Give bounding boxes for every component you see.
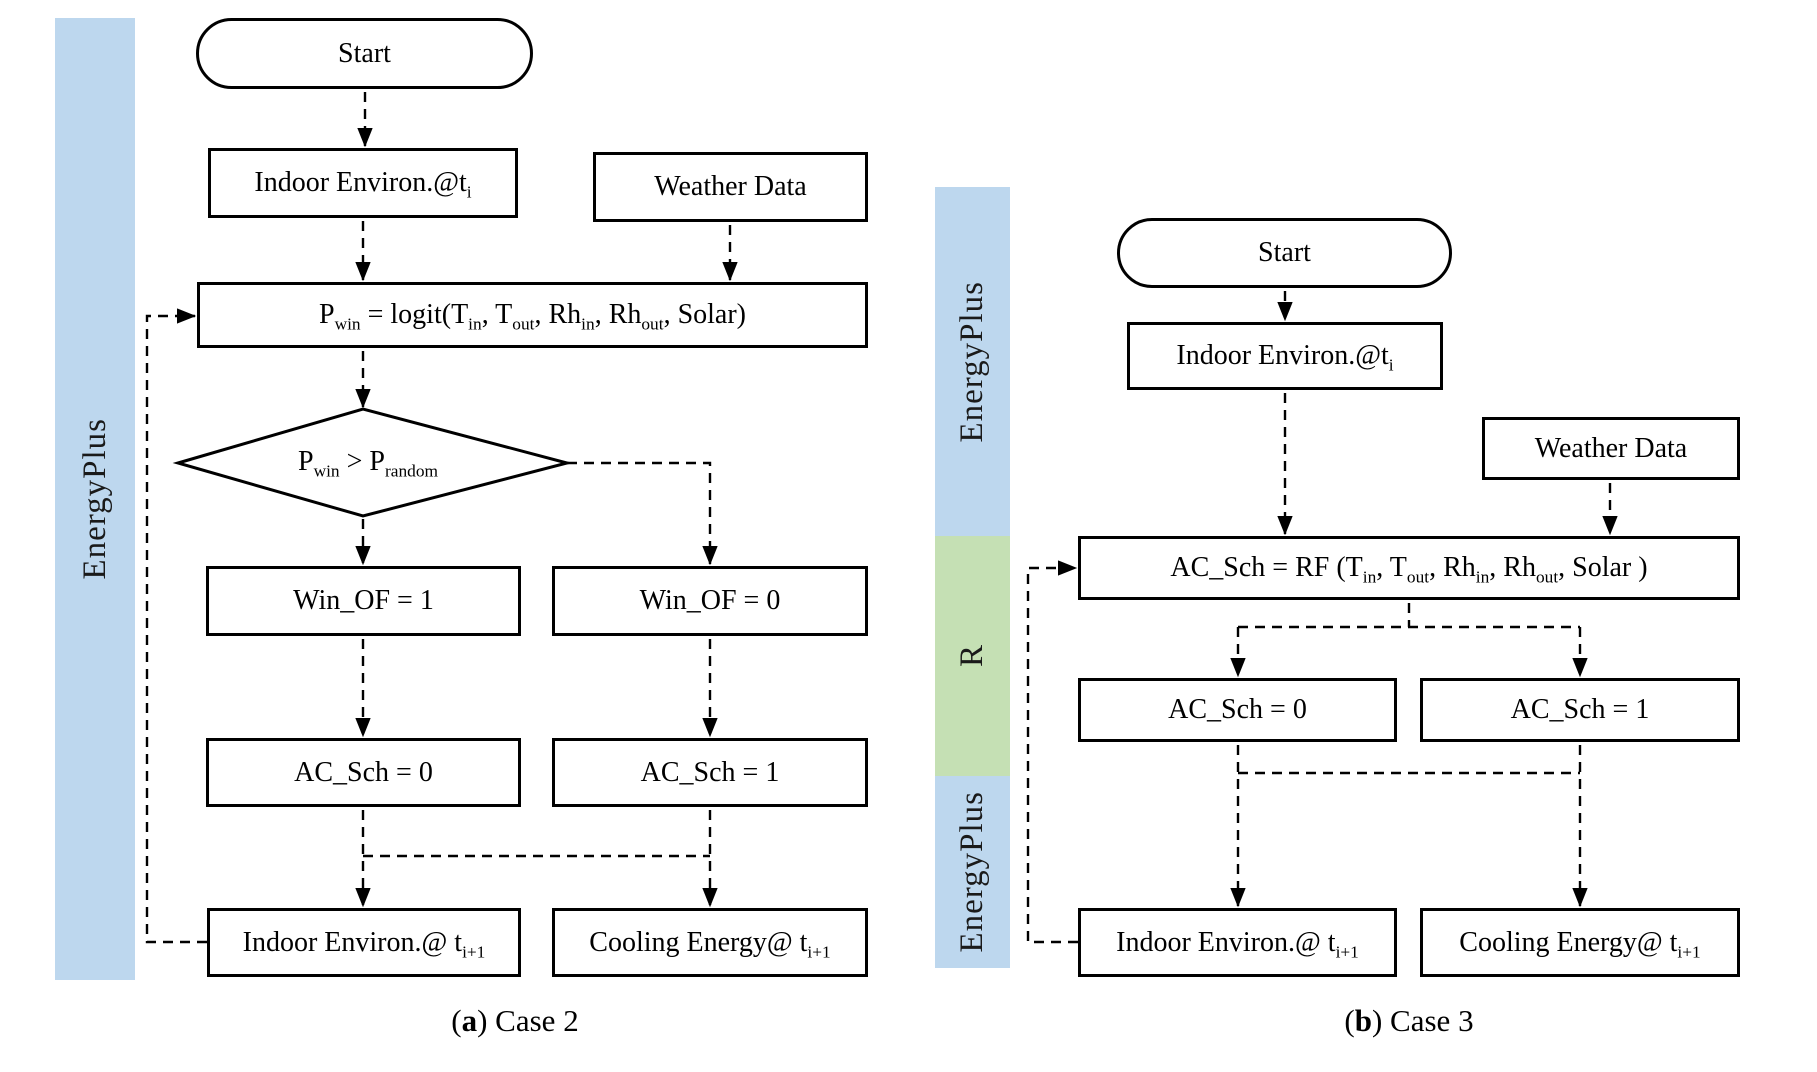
start-label-case3: Start [1258, 237, 1311, 269]
caption-case3-post: ) Case 3 [1371, 1003, 1474, 1038]
weather-data-box-case2: Weather Data [593, 152, 868, 222]
start-node-case3: Start [1117, 218, 1452, 288]
win-of-1-box: Win_OF = 1 [206, 566, 521, 636]
ac-sch-0-box-case3: AC_Sch = 0 [1078, 678, 1397, 742]
win-of-0-box: Win_OF = 0 [552, 566, 868, 636]
indoor-environ-ti1-label-case2: Indoor Environ.@ ti+1 [242, 926, 486, 962]
weather-data-label-case3: Weather Data [1534, 432, 1688, 464]
cooling-energy-ti1-box-case2: Cooling Energy@ ti+1 [552, 908, 868, 977]
ac-sch-1-box-case2: AC_Sch = 1 [552, 738, 868, 807]
indoor-environ-ti-label-case2: Indoor Environ.@ti [254, 167, 472, 202]
caption-case2-pre: ( [451, 1003, 462, 1038]
ac-sch-1-label-case2: AC_Sch = 1 [640, 756, 780, 788]
ac-sch-1-label-case3: AC_Sch = 1 [1510, 694, 1650, 726]
win-of-1-label: Win_OF = 1 [293, 585, 434, 617]
indoor-environ-ti-box-case3: Indoor Environ.@ti [1127, 322, 1443, 390]
edge-decision-winof0 [567, 461, 718, 566]
start-node-case2: Start [196, 18, 533, 89]
start-label-case2: Start [338, 37, 391, 69]
edge-feedback-case3 [1026, 560, 1078, 944]
caption-case3-pre: ( [1344, 1003, 1355, 1038]
caption-case2-letter: a [461, 1003, 478, 1038]
ac-sch-1-box-case3: AC_Sch = 1 [1420, 678, 1740, 742]
case3-sidebar-r: R [935, 536, 1010, 776]
caption-case3-letter: b [1354, 1003, 1372, 1038]
ac-sch-0-label-case2: AC_Sch = 0 [294, 756, 433, 788]
ac-sch-0-box-case2: AC_Sch = 0 [206, 738, 521, 807]
weather-data-label-case2: Weather Data [654, 171, 807, 203]
indoor-environ-ti1-label-case3: Indoor Environ.@ ti+1 [1116, 926, 1359, 962]
caption-case3: (b) Case 3 [1259, 1003, 1559, 1039]
caption-case2-post: ) Case 2 [477, 1003, 579, 1038]
cooling-energy-ti1-box-case3: Cooling Energy@ ti+1 [1420, 908, 1740, 977]
decision-label: Pwin > Prandom [213, 436, 523, 488]
win-of-0-label: Win_OF = 0 [639, 585, 781, 617]
indoor-environ-ti1-box-case3: Indoor Environ.@ ti+1 [1078, 908, 1397, 977]
edge-feedback-case2 [145, 308, 207, 944]
cooling-energy-ti1-label-case2: Cooling Energy@ ti+1 [589, 926, 831, 962]
weather-data-box-case3: Weather Data [1482, 417, 1740, 480]
pwin-logit-box: Pwin = logit(Tin, Tout, Rhin, Rhout, Sol… [197, 282, 868, 348]
ac-sch-0-label-case3: AC_Sch = 0 [1168, 694, 1307, 726]
ac-sch-rf-box: AC_Sch = RF (Tin, Tout, Rhin, Rhout, Sol… [1078, 536, 1740, 600]
decision-diamond-shape [172, 407, 573, 518]
ac-sch-rf-label: AC_Sch = RF (Tin, Tout, Rhin, Rhout, Sol… [1170, 552, 1648, 587]
indoor-environ-ti-box-case2: Indoor Environ.@ti [208, 148, 518, 218]
decision-text: Pwin > Prandom [297, 446, 439, 481]
case3-sidebar-energyplus-bottom: EnergyPlus [935, 776, 1010, 968]
caption-case2: (a) Case 2 [365, 1003, 665, 1039]
indoor-environ-ti1-box-case2: Indoor Environ.@ ti+1 [207, 908, 521, 977]
case3-sidebar-energyplus-top: EnergyPlus [935, 187, 1010, 536]
cooling-energy-ti1-label-case3: Cooling Energy@ ti+1 [1459, 926, 1701, 962]
pwin-logit-label: Pwin = logit(Tin, Tout, Rhin, Rhout, Sol… [318, 299, 746, 334]
indoor-environ-ti-label-case3: Indoor Environ.@ti [1176, 340, 1394, 375]
case2-sidebar-energyplus: EnergyPlus [55, 18, 135, 980]
